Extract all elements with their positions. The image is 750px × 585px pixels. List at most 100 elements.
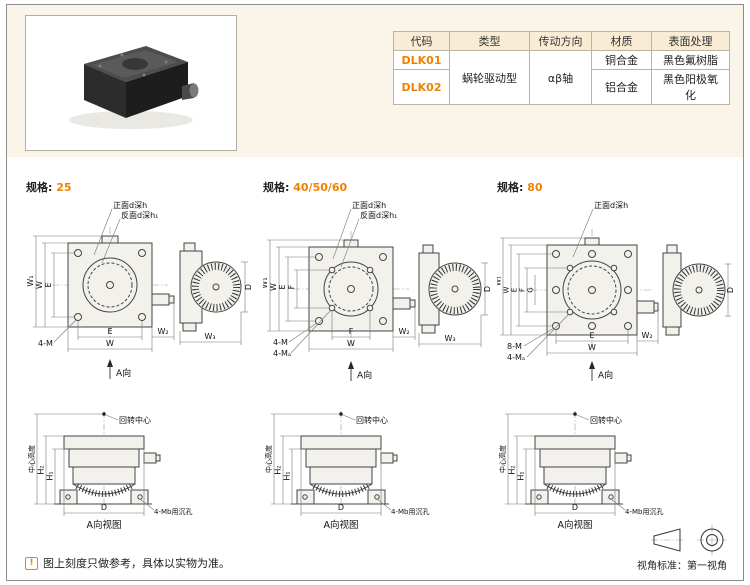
dim-w-left: W (503, 286, 511, 293)
dim-e-bottom: E (589, 331, 594, 340)
dim-w1: W₁ (263, 277, 269, 288)
dim-e-left: E (44, 282, 53, 287)
spec-section-40-50-60: 规格: 40/50/60 正面d深h 反面d深h₁ (263, 179, 493, 531)
material-dlk01: 铜合金 (591, 50, 652, 70)
dim-w-left: W (269, 283, 278, 291)
rotation-center-label: 回转中心 (590, 415, 622, 425)
material-dlk02: 铝合金 (591, 69, 652, 105)
dim-e-left: E (278, 284, 287, 289)
dim-w-left: W (35, 281, 44, 289)
type-cell: 蜗轮驱动型 (449, 50, 530, 105)
hole-label-4m: 4-M (38, 339, 53, 348)
hole-label-8m: 8-M (507, 342, 522, 351)
center-height-label: 中心高度 (498, 445, 507, 473)
a-view-drawing-25: 回转中心 中心高度 H₂ H₁ D (27, 411, 192, 531)
a-view-arrow-label: A向 (116, 367, 131, 379)
dim-w2: W₂ (398, 327, 409, 336)
dim-w1: W₁ (26, 275, 35, 286)
table-header-row: 代码 类型 传动方向 材质 表面处理 (393, 31, 730, 51)
front-side-drawing-80: 正面d深h W₁ W E F G 8-M 4-Mₐ (497, 201, 735, 381)
note-icon: ! (25, 556, 38, 570)
center-height-label: 中心高度 (27, 445, 36, 473)
dim-d-bottom: D (572, 503, 578, 512)
counterbore-label: 4-Mb用沉孔 (625, 508, 663, 516)
hole-label-4m: 4-M (273, 338, 288, 347)
spec-label: 规格: (26, 181, 53, 194)
a-view-caption: A向视图 (558, 519, 593, 531)
spec-section-25: 规格: 25 正面d深h 反面d深h₁ (26, 179, 256, 531)
a-view-drawing-40-50-60: 回转中心 中心高度 H₂ H₁ D (264, 411, 429, 531)
front-side-drawing-25: 正面d深h 反面d深h₁ W₁ W E 4-M E W₂ W (26, 201, 253, 379)
dim-d-side: D (483, 286, 492, 292)
dim-h1: H₁ (283, 471, 292, 480)
product-photo-box (25, 15, 237, 151)
dim-f-left: F (287, 284, 296, 289)
a-view-caption: A向视图 (87, 519, 122, 531)
product-spec-table: 代码 类型 传动方向 材质 表面处理 DLK01 蜗轮驱动型 αβ轴 铜合金 黑… (393, 31, 730, 105)
dim-e-bottom: E (107, 327, 112, 336)
dim-w-bottom: W (106, 339, 114, 348)
dim-g-left: G (527, 287, 535, 292)
spec-title: 规格: 25 (26, 179, 256, 195)
a-view-drawing-80: 回转中心 中心高度 H₂ H₁ D (498, 411, 663, 531)
direction-cell: αβ轴 (529, 50, 592, 105)
footer-note: ! 图上刻度只做参考，具体以实物为准。 (25, 555, 230, 571)
spec-value: 25 (56, 181, 72, 194)
col-surface: 表面处理 (651, 31, 730, 51)
a-view-caption: A向视图 (324, 519, 359, 531)
frustum-symbol-icon (651, 528, 685, 552)
front-depth-note: 正面d深h (352, 201, 386, 210)
spec-section-80: 规格: 80 正面d深h (497, 179, 737, 531)
first-angle-circle-icon (697, 525, 727, 555)
center-height-label: 中心高度 (264, 445, 273, 473)
dim-d-side: D (726, 287, 735, 293)
a-view-arrow-label: A向 (357, 369, 372, 381)
col-type: 类型 (449, 31, 530, 51)
counterbore-label: 4-Mb用沉孔 (391, 508, 429, 516)
col-material: 材质 (591, 31, 652, 51)
dim-f-bottom: F (349, 327, 354, 336)
surface-dlk02: 黑色阳极氧化 (651, 69, 730, 105)
dim-w-bottom: W (588, 343, 596, 352)
counterbore-label: 4-Mb用沉孔 (154, 508, 192, 516)
rotation-center-label: 回转中心 (119, 415, 151, 425)
back-depth-note: 反面d深h₁ (121, 210, 158, 220)
dim-d-bottom: D (101, 503, 107, 512)
back-depth-note: 反面d深h₁ (360, 210, 397, 220)
code-dlk02: DLK02 (393, 69, 450, 105)
dim-h2: H₂ (37, 465, 46, 474)
dim-h2: H₂ (508, 465, 517, 474)
view-standard: 视角标准：第一视角 (637, 525, 727, 572)
dim-w-bottom: W (347, 339, 355, 348)
front-side-drawing-40-50-60: 正面d深h 反面d深h₁ W₁ W E F 4-M 4-Mₐ (263, 201, 492, 381)
dim-w3: W₃ (444, 334, 455, 343)
table-row-dlk01: DLK01 蜗轮驱动型 αβ轴 铜合金 黑色氟树脂 (393, 50, 730, 105)
rotation-center-label: 回转中心 (356, 415, 388, 425)
product-photo-image (69, 46, 199, 129)
view-standard-label: 视角标准：第一视角 (637, 561, 727, 572)
spec-label: 规格: (497, 181, 524, 194)
surface-dlk01: 黑色氟树脂 (651, 50, 730, 70)
col-direction: 传动方向 (529, 31, 592, 51)
dim-h1: H₁ (46, 471, 55, 480)
table-row-dlk02: DLK02 铝合金 黑色阳极氧化 (393, 69, 730, 105)
front-depth-note: 正面d深h (594, 201, 628, 210)
code-dlk01: DLK01 (393, 50, 450, 70)
hole-label-4ma: 4-Mₐ (273, 349, 291, 358)
hole-label-4ma: 4-Mₐ (507, 353, 525, 362)
dim-e-left: E (511, 288, 519, 292)
dim-f-left: F (519, 288, 527, 292)
front-depth-note: 正面d深h (113, 201, 147, 210)
note-text: 图上刻度只做参考，具体以实物为准。 (43, 557, 230, 570)
dim-h1: H₁ (517, 471, 526, 480)
dim-d-side: D (244, 284, 253, 290)
spec-title: 规格: 40/50/60 (263, 179, 493, 195)
a-view-arrow-label: A向 (598, 369, 613, 381)
spec-value: 40/50/60 (293, 181, 348, 194)
dim-h2: H₂ (274, 465, 283, 474)
dim-w3: W₃ (204, 332, 215, 341)
spec-title: 规格: 80 (497, 179, 737, 195)
catalog-page: 代码 类型 传动方向 材质 表面处理 DLK01 蜗轮驱动型 αβ轴 铜合金 黑… (6, 4, 744, 581)
dim-d-bottom: D (338, 503, 344, 512)
col-code: 代码 (393, 31, 450, 51)
